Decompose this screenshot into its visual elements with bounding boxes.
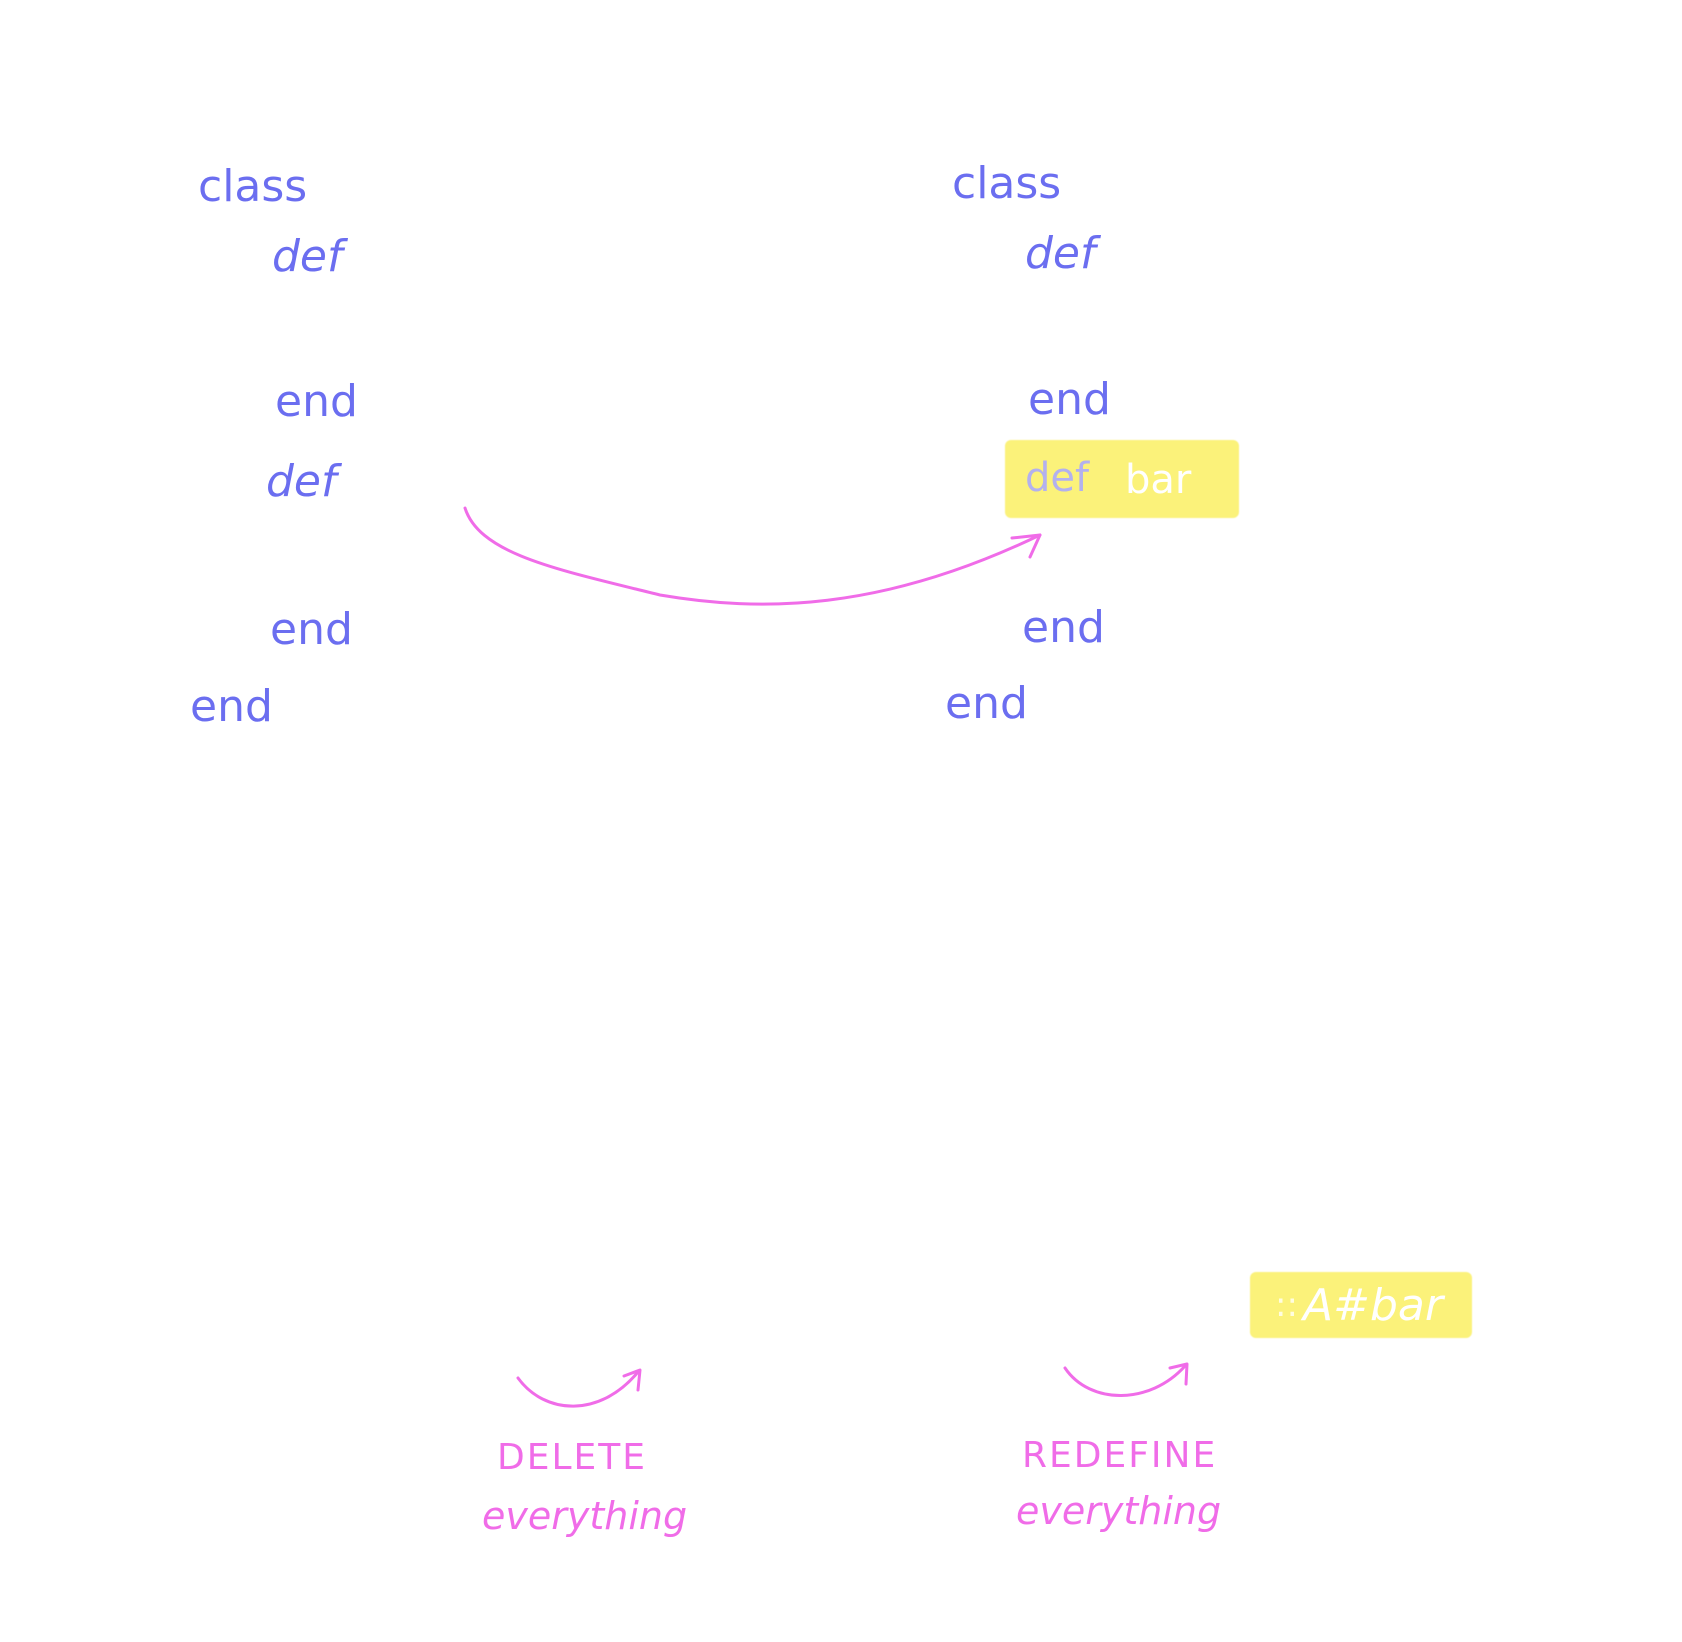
redefine-subtitle: everything xyxy=(1016,1489,1222,1533)
result-label-prefix: :: xyxy=(1275,1285,1298,1325)
delete-arrowhead xyxy=(622,1368,642,1392)
result-label-text: A#bar xyxy=(1303,1280,1443,1331)
result-label-highlight xyxy=(1250,1272,1472,1338)
redefine-arrow xyxy=(1063,1364,1187,1397)
right-end-keyword-1: end xyxy=(1028,374,1111,425)
left-def-keyword-1: def xyxy=(272,231,343,282)
left-end-keyword-1: end xyxy=(275,376,358,427)
right-end-keyword-2: end xyxy=(1022,602,1105,653)
delete-subtitle: everything xyxy=(482,1494,688,1538)
left-class-keyword: class xyxy=(198,161,308,212)
move-method-arrowhead xyxy=(1010,533,1042,559)
moved-method-name: bar xyxy=(1125,457,1192,503)
right-end-keyword-class: end xyxy=(945,678,1028,729)
left-end-keyword-class: end xyxy=(190,681,273,732)
moved-def-keyword: def xyxy=(1025,455,1090,501)
left-def-keyword-2: def xyxy=(266,456,337,507)
moved-method-highlight xyxy=(1005,440,1239,518)
delete-title: DELETE xyxy=(497,1437,648,1478)
right-def-keyword-1: def xyxy=(1025,228,1096,279)
redefine-title: REDEFINE xyxy=(1022,1435,1218,1476)
move-method-arrow xyxy=(463,506,1042,606)
delete-arrow xyxy=(516,1370,640,1408)
right-class-keyword: class xyxy=(952,158,1062,209)
left-end-keyword-2: end xyxy=(270,604,353,655)
redefine-arrowhead xyxy=(1168,1362,1189,1386)
